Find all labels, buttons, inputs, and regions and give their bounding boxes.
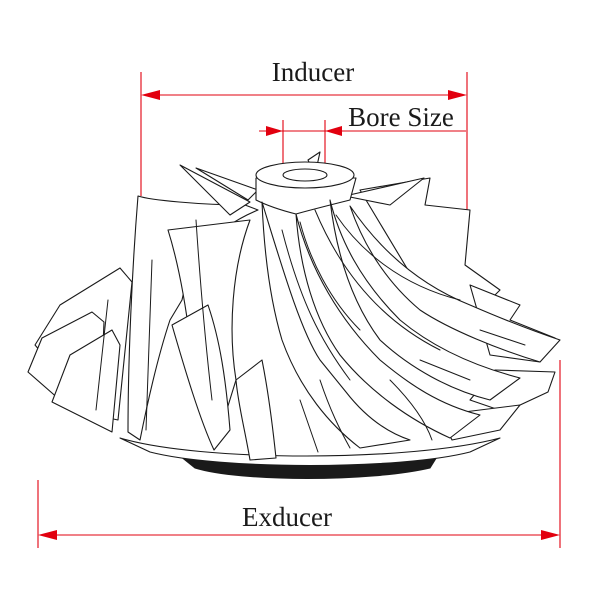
blade-tip	[195, 167, 259, 201]
splitter-blade	[51, 329, 121, 433]
main-blade	[329, 199, 521, 401]
blade-edge-line	[195, 219, 213, 401]
bore-hole	[282, 168, 328, 182]
bore-arrow-right	[325, 126, 342, 136]
blade-edge-line	[95, 299, 109, 411]
bore-size-dimension: Bore Size	[259, 102, 466, 165]
main-blade	[261, 201, 411, 449]
blade-edge-line	[145, 259, 153, 431]
main-blade	[349, 205, 561, 363]
main-blade	[171, 304, 231, 451]
blade-edge-line	[335, 214, 461, 301]
blade-edge-line	[299, 221, 361, 331]
inducer-arrow-right	[448, 90, 467, 100]
inducer-label: Inducer	[272, 57, 354, 87]
blade-tip	[179, 164, 251, 216]
main-blade	[235, 359, 277, 461]
blade-edge-line	[281, 229, 351, 381]
exducer-dimension: Exducer	[37, 360, 561, 548]
bore-arrow-left	[266, 126, 283, 136]
main-blade	[295, 213, 481, 439]
exducer-arrow-left	[38, 530, 57, 540]
inducer-arrow-left	[141, 90, 160, 100]
blade-edge-line	[299, 399, 319, 453]
exducer-label: Exducer	[242, 502, 332, 532]
blade-edge-line	[314, 209, 441, 351]
inducer-dimension: Inducer	[140, 57, 468, 212]
compressor-wheel	[27, 151, 561, 479]
bore-size-label: Bore Size	[348, 102, 454, 132]
blade-edge-line	[389, 379, 433, 441]
blade-tip	[344, 177, 425, 206]
blade-edge-line	[479, 329, 526, 346]
exducer-arrow-right	[541, 530, 560, 540]
blade-edge-line	[319, 379, 351, 449]
blade-edge-line	[419, 359, 471, 381]
backplate-disc	[119, 437, 501, 467]
